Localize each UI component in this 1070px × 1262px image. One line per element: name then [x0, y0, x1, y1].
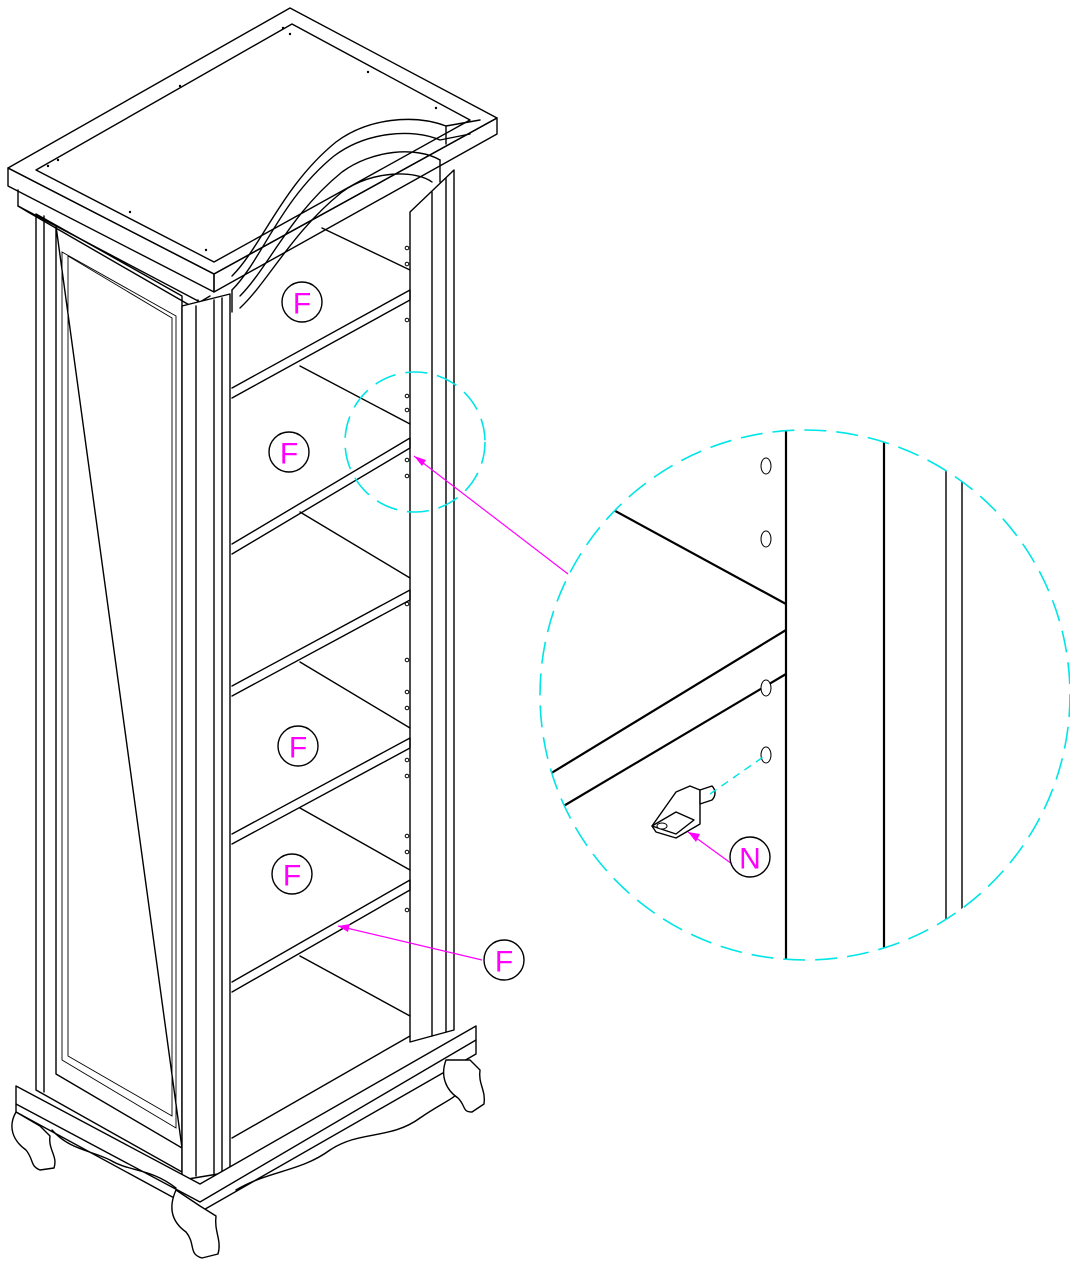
shelf-3: [231, 589, 411, 729]
detail-view: [539, 429, 1070, 961]
callout-detail-support: N: [729, 836, 771, 878]
callout-label: F: [293, 288, 311, 321]
shelf-2: [231, 437, 411, 579]
callout-label: F: [289, 732, 307, 765]
shelf-4: [231, 737, 411, 871]
callout-shelf-4: F: [271, 853, 313, 895]
top-crown: [7, 7, 498, 313]
shelf-support-pin: [651, 785, 716, 839]
shelf-1: [231, 289, 411, 425]
right-post: [404, 169, 455, 1043]
leader-lines: [337, 455, 733, 961]
callout-shelf-3: F: [277, 725, 319, 767]
shelves: [231, 227, 411, 1139]
left-side-panel: [35, 213, 183, 1173]
callout-shelf-2: F: [268, 431, 310, 473]
foot-left: [11, 1111, 56, 1171]
callout-shelf-1: F: [281, 281, 323, 323]
foot-front: [171, 1189, 220, 1259]
peg-holes: [404, 245, 410, 913]
callout-shelf-5: F: [483, 939, 525, 981]
callout-label: F: [280, 438, 298, 471]
base: [11, 1025, 486, 1259]
callout-label: N: [739, 843, 761, 876]
callout-label: F: [495, 946, 513, 979]
front-left-post: [181, 293, 231, 1181]
foot-right: [442, 1059, 486, 1113]
detail-source-circle: [344, 371, 486, 513]
callout-label: F: [283, 860, 301, 893]
shelf-5: [231, 879, 411, 1017]
